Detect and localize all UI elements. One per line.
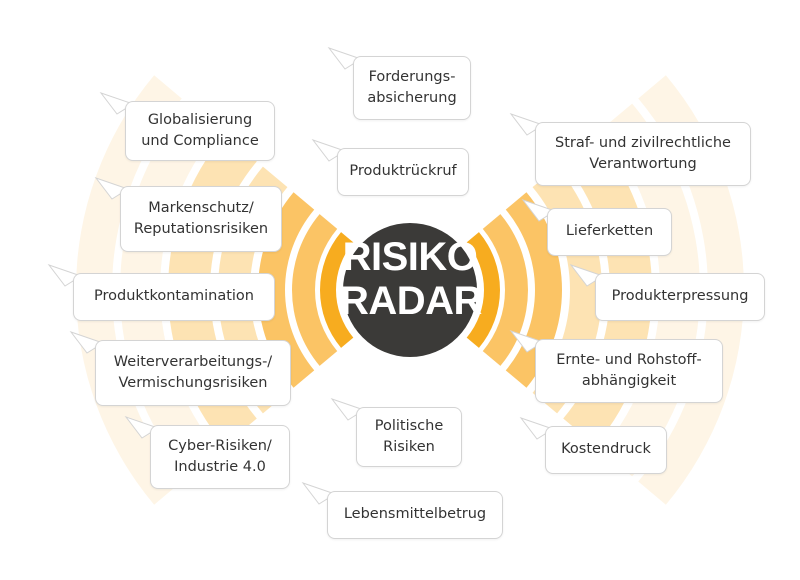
radar-hub <box>343 223 477 357</box>
risk-label-lebensmittelbetrug: Lebensmittelbetrug <box>327 491 503 539</box>
risk-label-markenschutz: Markenschutz/ Reputationsrisiken <box>120 186 282 252</box>
radar-ring-right-7 <box>466 232 500 348</box>
risk-label-forderungsabsicherung: Forderungs- absicherung <box>353 56 471 120</box>
radar-title-line-2: RADAR <box>340 279 482 323</box>
risk-label-produkterpressung: Produkterpressung <box>595 273 765 321</box>
risk-label-weiterverarbeitung: Weiterverarbeitungs-/ Vermischungsrisike… <box>95 340 291 406</box>
radar-ring-left-7 <box>320 232 354 348</box>
risk-label-produktrueckruf: Produktrückruf <box>337 148 469 196</box>
risk-label-cyber-risiken: Cyber-Risiken/ Industrie 4.0 <box>150 425 290 489</box>
risk-label-kostendruck: Kostendruck <box>545 426 667 474</box>
risk-label-produktkontamination: Produktkontamination <box>73 273 275 321</box>
radar-title-line-1: RISIKO <box>342 235 478 279</box>
risk-label-rohstoffabhaengigkeit: Ernte- und Rohstoff- abhängigkeit <box>535 339 723 403</box>
risk-label-globalisierung: Globalisierung und Compliance <box>125 101 275 161</box>
risk-label-strafrechtliche-verantwortung: Straf- und zivilrechtliche Verantwortung <box>535 122 751 186</box>
radar-ring-right-6 <box>482 214 529 366</box>
radar-ring-left-6 <box>292 214 338 366</box>
risk-label-politische-risiken: Politische Risiken <box>356 407 462 467</box>
radar-title: RISIKO RADAR <box>340 235 482 323</box>
risk-label-lieferketten: Lieferketten <box>547 208 672 256</box>
